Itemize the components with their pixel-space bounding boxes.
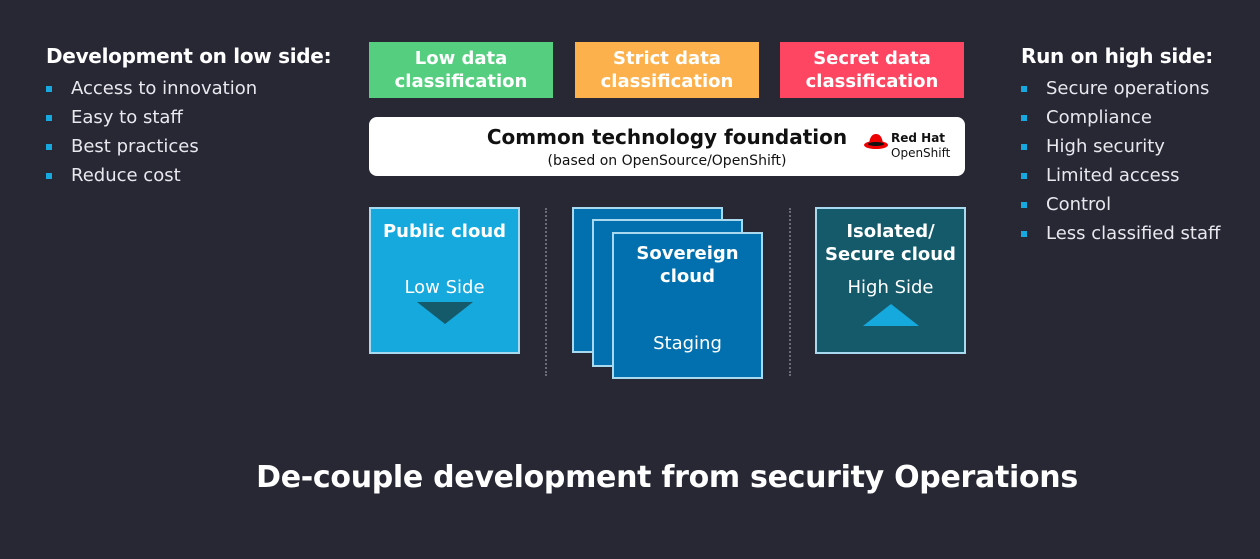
high-side-label: High Side	[847, 277, 934, 298]
high-side-list: Run on high side: Secure operations Comp…	[1021, 44, 1220, 248]
high-side-heading: Run on high side:	[1021, 44, 1213, 68]
list-item-label: Best practices	[71, 136, 199, 157]
bullet-icon	[46, 144, 52, 150]
list-item-label: Reduce cost	[71, 165, 181, 186]
staging-label: Staging	[653, 333, 722, 354]
label: classification	[600, 71, 734, 92]
list-item-label: Easy to staff	[71, 107, 183, 128]
list-item-label: High security	[1046, 136, 1165, 157]
bullet-icon	[1021, 115, 1027, 121]
list-item: Limited access	[1021, 161, 1220, 190]
list-item: Secure operations	[1021, 74, 1220, 103]
label: classification	[805, 71, 939, 92]
low-side-label: Low Side	[404, 277, 485, 298]
list-item-label: Compliance	[1046, 107, 1152, 128]
public-cloud-box: Public cloud Low Side	[369, 207, 520, 354]
up-triangle-icon	[862, 304, 919, 326]
redhat-hat-icon	[864, 134, 888, 149]
list-item-label: Access to innovation	[71, 78, 258, 99]
list-item: Best practices	[46, 132, 331, 161]
list-item-label: Control	[1046, 194, 1112, 215]
list-item: Control	[1021, 190, 1220, 219]
sovereign-cloud-box: Sovereign cloud Staging	[612, 232, 763, 379]
foundation-subtitle: (based on OpenSource/OpenShift)	[547, 153, 787, 169]
list-item-label: Less classified staff	[1046, 223, 1221, 244]
divider	[545, 208, 547, 376]
low-side-list: Development on low side: Access to innov…	[46, 44, 332, 190]
bullet-icon	[1021, 231, 1027, 237]
list-item: Reduce cost	[46, 161, 331, 190]
isolated-cloud-title: Secure cloud	[825, 244, 956, 265]
bullet-icon	[46, 86, 52, 92]
list-item: Access to innovation	[46, 74, 331, 103]
common-technology-foundation: Common technology foundation (based on O…	[369, 117, 965, 176]
bullet-icon	[1021, 144, 1027, 150]
label: Secret data	[813, 48, 931, 69]
down-triangle-icon	[416, 302, 473, 324]
label: Strict data	[613, 48, 721, 69]
foundation-title: Common technology foundation	[486, 125, 848, 149]
sovereign-cloud-title: Sovereign	[636, 243, 739, 264]
sovereign-cloud-title: cloud	[660, 266, 715, 287]
bullet-icon	[46, 173, 52, 179]
label: Low data	[414, 48, 508, 69]
list-item: Less classified staff	[1021, 219, 1220, 248]
bullet-icon	[46, 115, 52, 121]
list-item-label: Limited access	[1046, 165, 1180, 186]
caption: De-couple development from security Oper…	[256, 460, 1078, 495]
logo-redhat-text: Red Hat	[891, 131, 946, 145]
label: classification	[394, 71, 528, 92]
list-item: Easy to staff	[46, 103, 331, 132]
divider	[789, 208, 791, 376]
list-item-label: Secure operations	[1046, 78, 1210, 99]
list-item: Compliance	[1021, 103, 1220, 132]
bullet-icon	[1021, 202, 1027, 208]
isolated-cloud-title: Isolated/	[846, 221, 935, 242]
public-cloud-title: Public cloud	[382, 221, 507, 242]
list-item: High security	[1021, 132, 1220, 161]
isolated-cloud-box: Isolated/ Secure cloud High Side	[815, 207, 966, 354]
low-side-heading: Development on low side:	[46, 44, 332, 68]
logo-openshift-text: OpenShift	[891, 146, 951, 160]
bullet-icon	[1021, 86, 1027, 92]
bullet-icon	[1021, 173, 1027, 179]
